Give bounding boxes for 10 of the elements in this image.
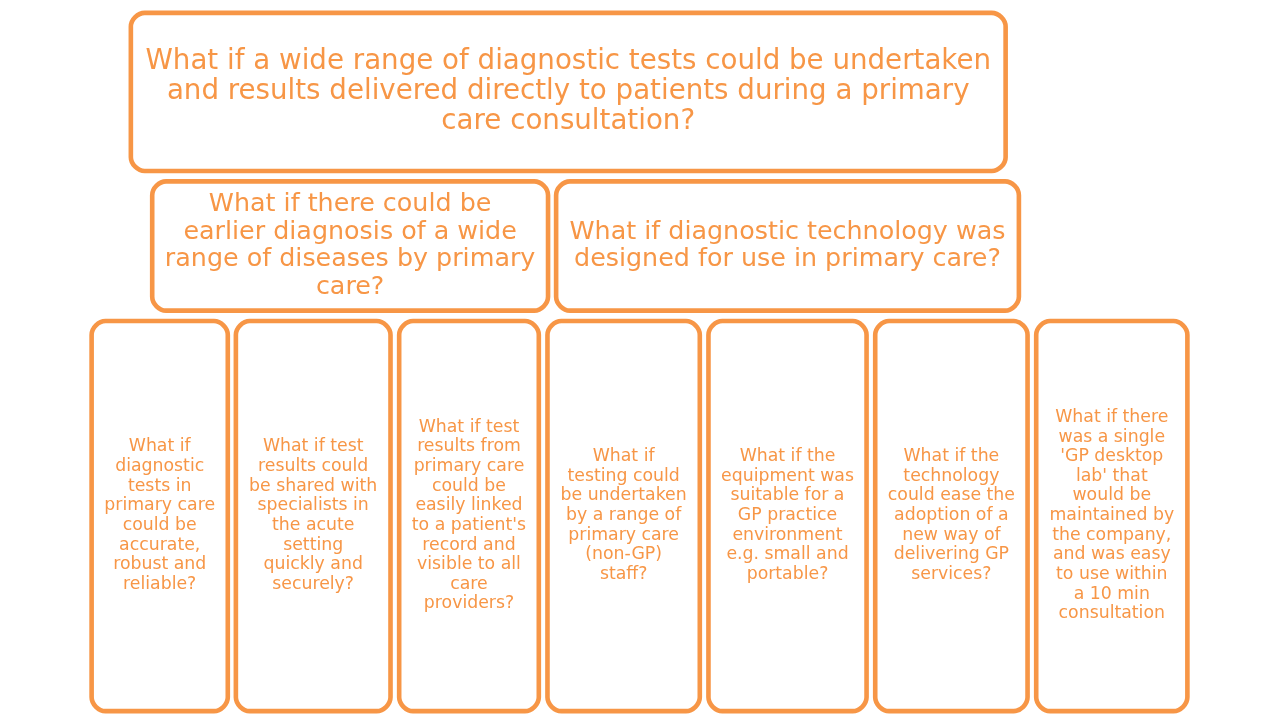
- node-box: What if a wide range of diagnostic tests could be undertaken and results delivered directly to patients during a primary care consultation?: [128, 10, 1008, 174]
- node-box: What if there could be earlier diagnosis of a wide range of diseases by primary care?: [149, 179, 551, 313]
- node-box: What if the technology could ease the adoption of a new way of delivering GP services?: [872, 318, 1030, 714]
- node-box: What if there was a single 'GP desktop lab' that would be maintained by the company, and was easy to use within a 10 min consultation: [1033, 318, 1190, 714]
- node-box: What if diagnostic technology was designed for use in primary care?: [553, 179, 1022, 313]
- node-box: What if the equipment was suitable for a GP practice environment e.g. small and portable?: [706, 318, 869, 714]
- node-box: What if testing could be undertaken by a range of primary care (non-GP) staff?: [545, 318, 703, 714]
- node-box: What if test results could be shared with specialists in the acute setting quickly and securely?: [233, 318, 393, 714]
- node-box: What if test results from primary care could be easily linked to a patient's record and visible to all care providers?: [396, 318, 542, 714]
- node-box: What if diagnostic tests in primary care could be accurate, robust and reliable?: [89, 318, 231, 714]
